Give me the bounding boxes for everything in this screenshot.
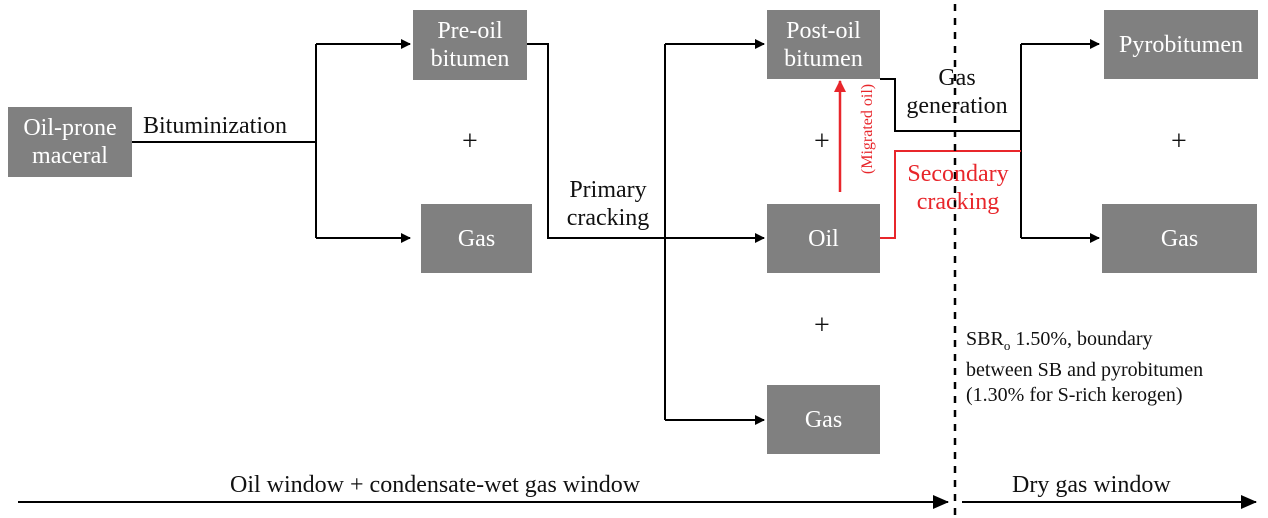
primary-cracking-line xyxy=(527,43,665,239)
label-line: cracking xyxy=(566,205,650,231)
box-line: Pre-oil xyxy=(437,18,503,44)
box-line: maceral xyxy=(32,143,108,169)
box-label: Gas xyxy=(457,225,496,252)
box-label: Gas xyxy=(804,406,843,433)
box-label: Gas xyxy=(1160,225,1199,252)
label-line: Gas xyxy=(938,65,976,91)
box-pre-oil-bitumen: Pre-oil bitumen xyxy=(413,10,527,80)
note-line-1: SBRo 1.50%, boundary xyxy=(966,327,1203,358)
label-line: cracking xyxy=(916,189,1000,215)
plus-sign: + xyxy=(462,126,478,157)
box-line: Post-oil xyxy=(786,17,861,44)
label-line: Secondary xyxy=(907,161,1009,187)
label-bituminization: Bituminization xyxy=(143,113,287,139)
gas-generation-line xyxy=(880,78,1021,132)
box-line: Oil-prone xyxy=(23,115,117,141)
box-label: Pyrobitumen xyxy=(1119,31,1243,58)
box-oil-prone-maceral: Oil-prone maceral xyxy=(8,107,132,177)
label-gas-generation: Gas generation xyxy=(897,64,1017,120)
secondary-cracking-line xyxy=(880,150,1021,239)
note-line-2: between SB and pyrobitumen xyxy=(966,359,1204,381)
label-secondary-cracking: Secondary cracking xyxy=(897,160,1019,216)
sbr-symbol: SBR xyxy=(966,328,1004,350)
box-line: bitumen xyxy=(430,46,510,72)
box-line: bitumen xyxy=(784,45,863,72)
note-line-1-text: 1.50%, boundary xyxy=(1010,328,1153,350)
box-pyrobitumen: Pyrobitumen xyxy=(1104,10,1258,79)
label-line: Primary xyxy=(569,177,647,203)
label-primary-cracking: Primary cracking xyxy=(556,176,660,232)
plus-sign: + xyxy=(814,310,830,341)
plus-sign: + xyxy=(814,126,830,157)
box-gas-3: Gas xyxy=(1102,204,1257,273)
label-migrated-oil: (Migrated oil) xyxy=(859,83,876,175)
box-gas-2: Gas xyxy=(767,385,880,454)
label-line: generation xyxy=(906,93,1008,119)
label-oil-window: Oil window + condensate-wet gas window xyxy=(230,472,641,498)
box-oil: Oil xyxy=(767,204,880,273)
boundary-note: SBRo 1.50%, boundary between SB and pyro… xyxy=(966,327,1203,408)
box-gas-1: Gas xyxy=(421,204,532,273)
label-dry-gas-window: Dry gas window xyxy=(1012,472,1171,498)
plus-sign: + xyxy=(1171,126,1187,157)
box-label: Oil xyxy=(808,225,839,252)
note-line-3: (1.30% for S-rich kerogen) xyxy=(966,384,1183,406)
box-post-oil-bitumen: Post-oil bitumen xyxy=(767,10,880,79)
sbr-subscript: o xyxy=(1003,338,1011,353)
